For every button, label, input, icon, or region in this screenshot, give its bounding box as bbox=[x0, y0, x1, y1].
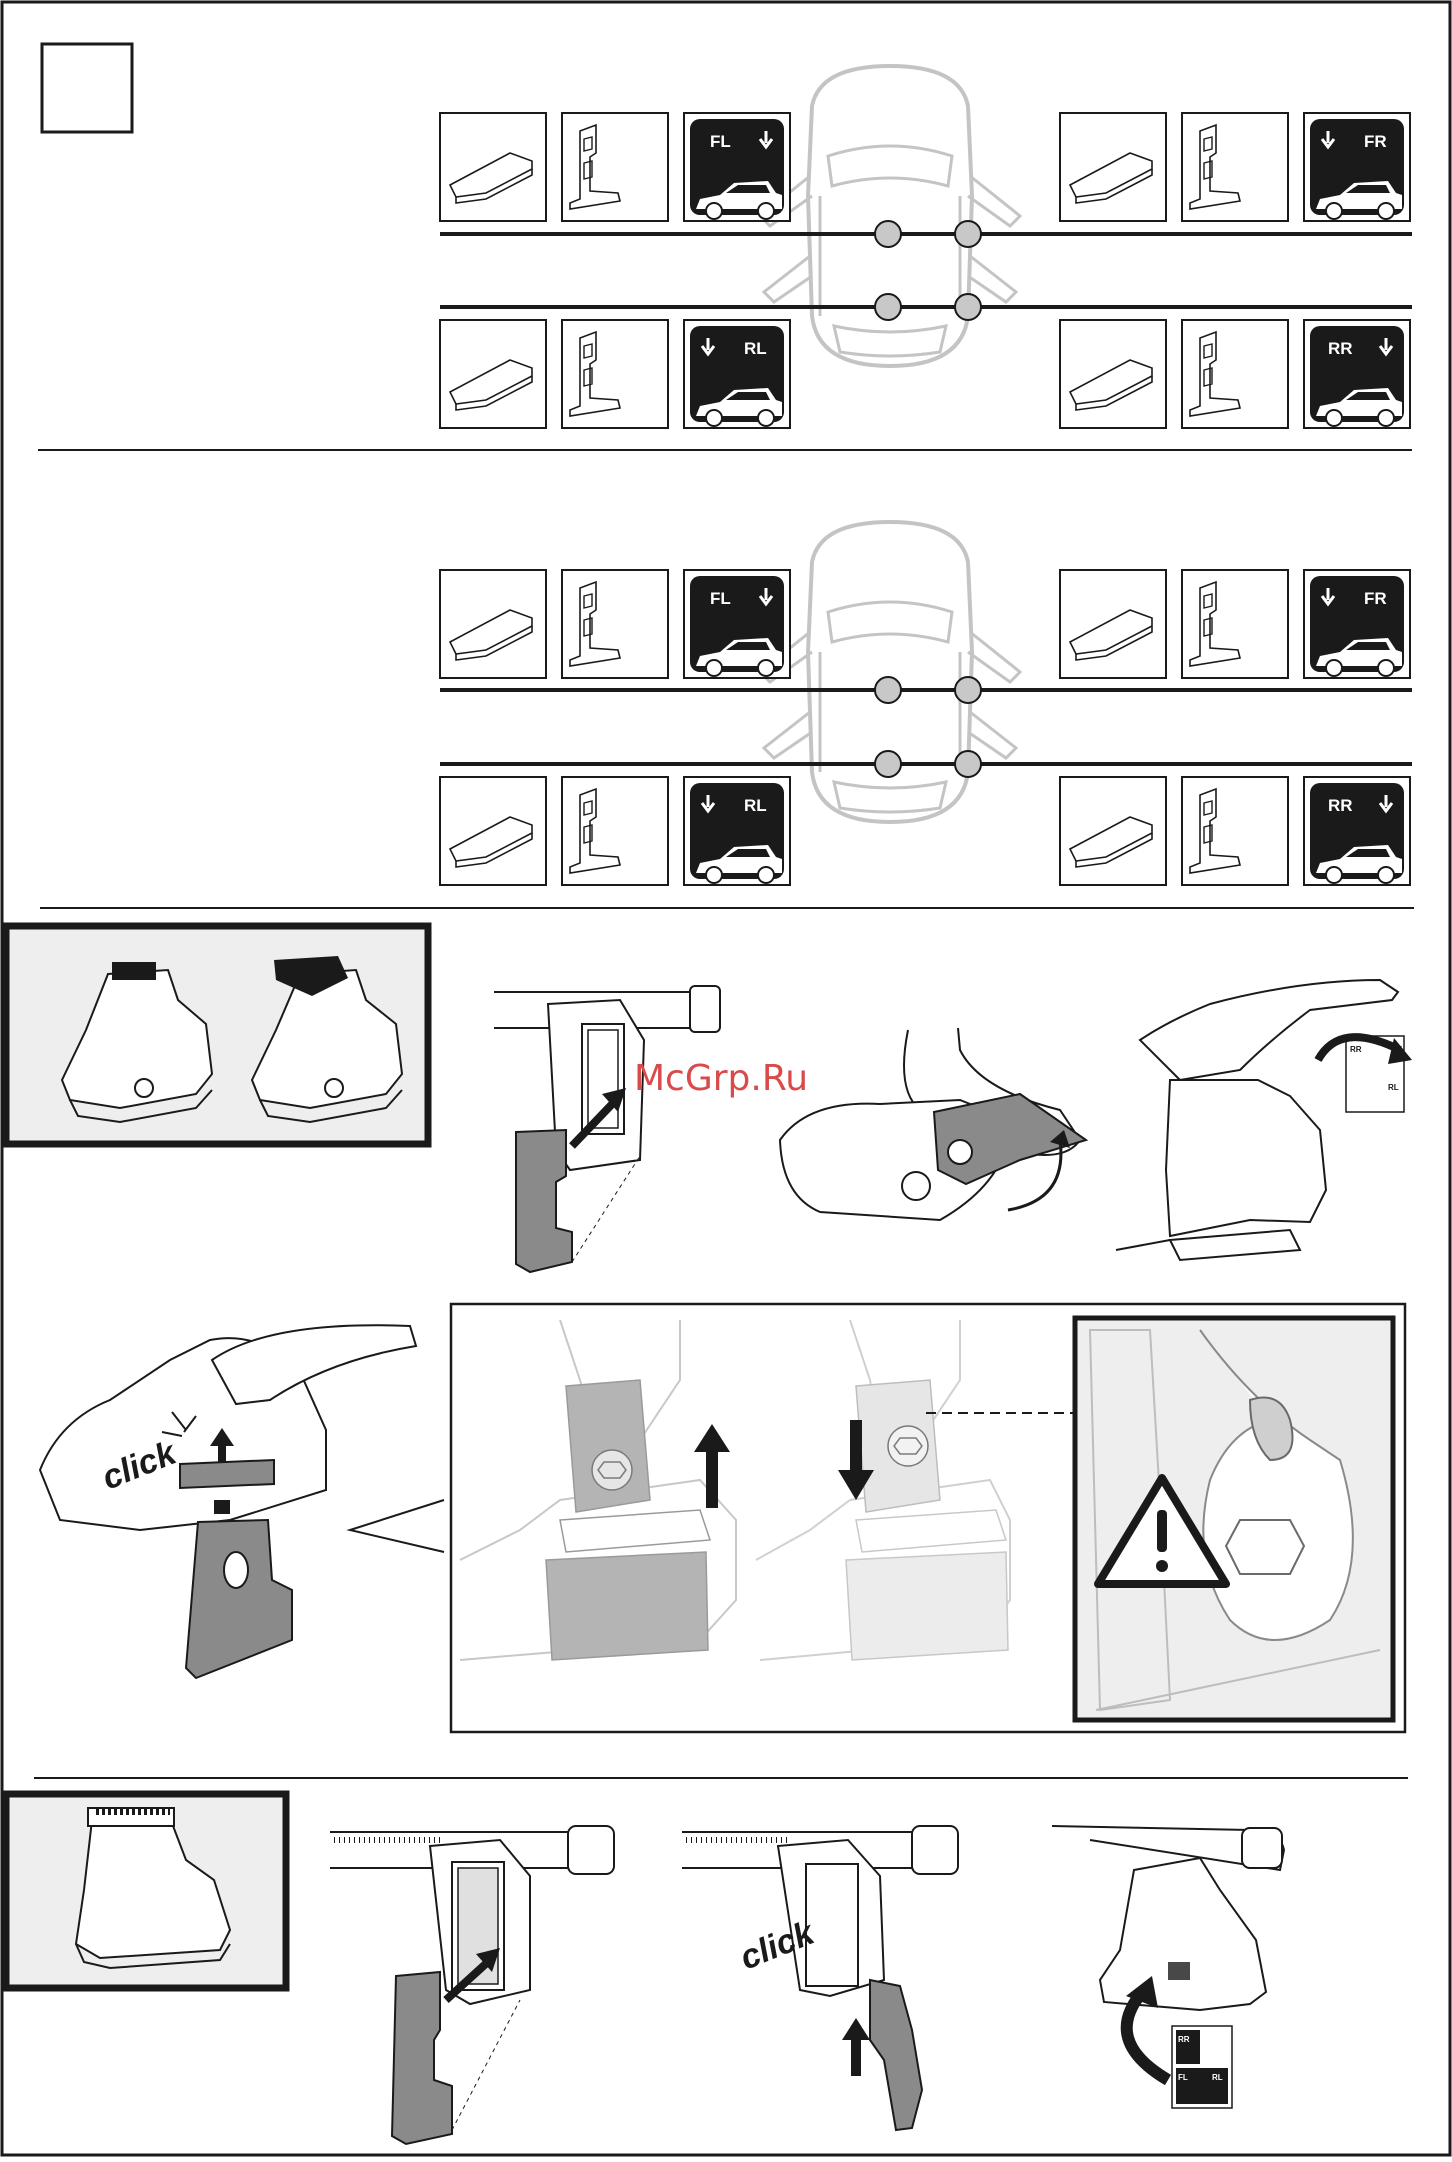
corner-rl-badge: RL bbox=[684, 320, 790, 428]
bracket-icon bbox=[562, 570, 668, 678]
warning-zoom-panel bbox=[1075, 1318, 1393, 1720]
corner-label: RL bbox=[744, 796, 767, 815]
step-click-lock: click bbox=[682, 1826, 958, 2130]
watermark: McGrp.Ru bbox=[634, 1058, 808, 1099]
pad-icon bbox=[1060, 777, 1166, 885]
step-lever-open bbox=[780, 1028, 1086, 1220]
pad-icon bbox=[1060, 570, 1166, 678]
corner-rr-badge: RR bbox=[1304, 777, 1410, 885]
corner-fl-badge: FL bbox=[684, 113, 790, 221]
sticker-label: RR bbox=[1350, 1045, 1362, 1054]
sticker-label: RL bbox=[1212, 2073, 1223, 2082]
sticker-label: RL bbox=[1388, 1083, 1399, 1092]
step-insert-pad-ruler bbox=[330, 1826, 614, 2144]
pad-icon bbox=[1060, 320, 1166, 428]
corner-rr-badge: RR bbox=[1304, 320, 1410, 428]
bracket-icon bbox=[1182, 570, 1288, 678]
corner-fl-badge: FL bbox=[684, 570, 790, 678]
mount-point-rl bbox=[875, 294, 901, 320]
pad-icon bbox=[440, 777, 546, 885]
step-number-box bbox=[42, 44, 132, 132]
bracket-icon bbox=[562, 320, 668, 428]
pad-icon bbox=[1060, 113, 1166, 221]
bracket-icon bbox=[562, 777, 668, 885]
bracket-icon bbox=[1182, 113, 1288, 221]
car-top-view bbox=[760, 66, 1020, 366]
mount-point-rr bbox=[955, 294, 981, 320]
detail-panel bbox=[451, 1304, 1405, 1732]
mount-point-rl bbox=[875, 751, 901, 777]
step-final-assembly: RR FL RL bbox=[1052, 1826, 1284, 2108]
pad-icon bbox=[440, 113, 546, 221]
corner-label: RR bbox=[1328, 339, 1353, 358]
mount-point-fr bbox=[955, 221, 981, 247]
corner-rl-badge: RL bbox=[684, 777, 790, 885]
mount-point-fl bbox=[875, 221, 901, 247]
corner-fr-badge: FR bbox=[1304, 113, 1410, 221]
bracket-icon bbox=[1182, 777, 1288, 885]
section-1-layout: FL FR RL RR bbox=[440, 66, 1412, 428]
mount-point-rr bbox=[955, 751, 981, 777]
foot-type-c-panel bbox=[6, 1794, 286, 1988]
step-click-bracket: click bbox=[40, 1325, 416, 1678]
corner-label: FL bbox=[710, 589, 731, 608]
mount-point-fl bbox=[875, 677, 901, 703]
corner-label: FR bbox=[1364, 132, 1387, 151]
corner-label: FR bbox=[1364, 589, 1387, 608]
corner-label: RL bbox=[744, 339, 767, 358]
sticker-label: RR bbox=[1178, 2035, 1190, 2044]
sticker-label: FL bbox=[1178, 2073, 1188, 2082]
pad-icon bbox=[440, 320, 546, 428]
mount-point-fr bbox=[955, 677, 981, 703]
corner-fr-badge: FR bbox=[1304, 570, 1410, 678]
corner-label: FL bbox=[710, 132, 731, 151]
bracket-icon bbox=[1182, 320, 1288, 428]
corner-label: RR bbox=[1328, 796, 1353, 815]
foot-types-panel bbox=[6, 926, 428, 1144]
step-open-cover: RR RL bbox=[1116, 980, 1412, 1260]
step-insert-pad bbox=[494, 986, 720, 1272]
pad-icon bbox=[440, 570, 546, 678]
section-2-layout: FL FR RL RR bbox=[440, 522, 1412, 885]
callout-pointer bbox=[350, 1500, 444, 1552]
bracket-icon bbox=[562, 113, 668, 221]
